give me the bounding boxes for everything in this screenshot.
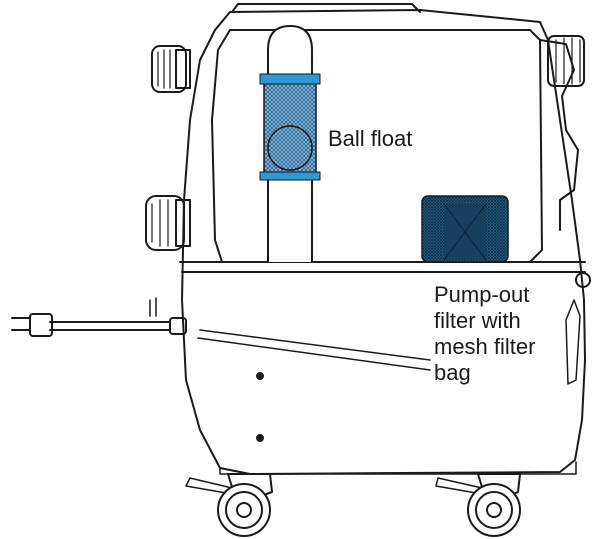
lid [231,3,421,13]
hose-fitting-top [151,45,191,93]
right-knob [575,272,591,288]
ball-float-label: Ball float [328,126,413,151]
wheel-right [467,483,521,537]
pump-out-filter [421,195,509,263]
machine-body [181,9,586,475]
skirt [219,461,577,475]
side-latch [565,299,581,385]
ball [267,125,313,171]
band [179,261,586,273]
hose-fitting-middle [145,195,191,251]
ball-float [259,24,321,262]
power-cord [11,297,187,337]
hose-fitting-right [547,35,585,87]
lower-contour [197,329,431,371]
pump-out-filter-label: Pump-out filter with mesh filter bag [434,282,536,385]
screw-upper [256,372,264,380]
ball-float-cap-top [259,73,321,85]
wheel-left [217,483,271,537]
ball-float-cage [263,81,317,175]
right-handle [539,39,579,231]
screw-lower [256,434,264,442]
ball-float-cap-bottom [259,171,321,181]
